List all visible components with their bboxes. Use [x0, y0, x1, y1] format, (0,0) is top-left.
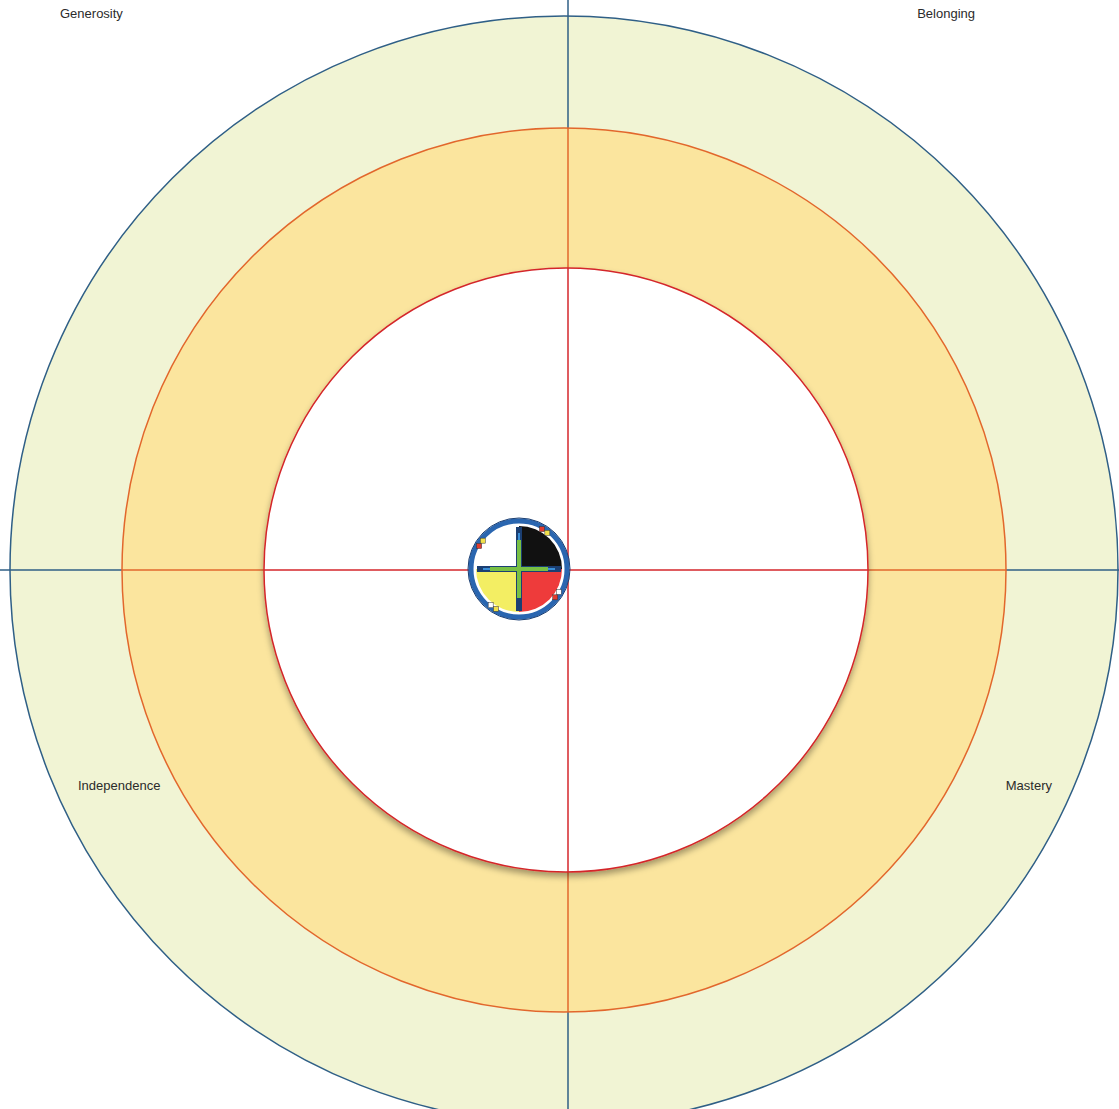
- quadrant-label: Belonging: [917, 6, 975, 22]
- outer-ring: [10, 16, 1118, 1109]
- axis-line: [0, 569, 1119, 571]
- quadrant-label: Independence: [78, 778, 160, 794]
- middle-ring: [122, 128, 1006, 1012]
- quadrant-label: Mastery: [1006, 778, 1052, 794]
- quadrant-label: Generosity: [60, 6, 123, 22]
- inner-circle: [264, 268, 868, 872]
- medicine-wheel: [468, 518, 570, 620]
